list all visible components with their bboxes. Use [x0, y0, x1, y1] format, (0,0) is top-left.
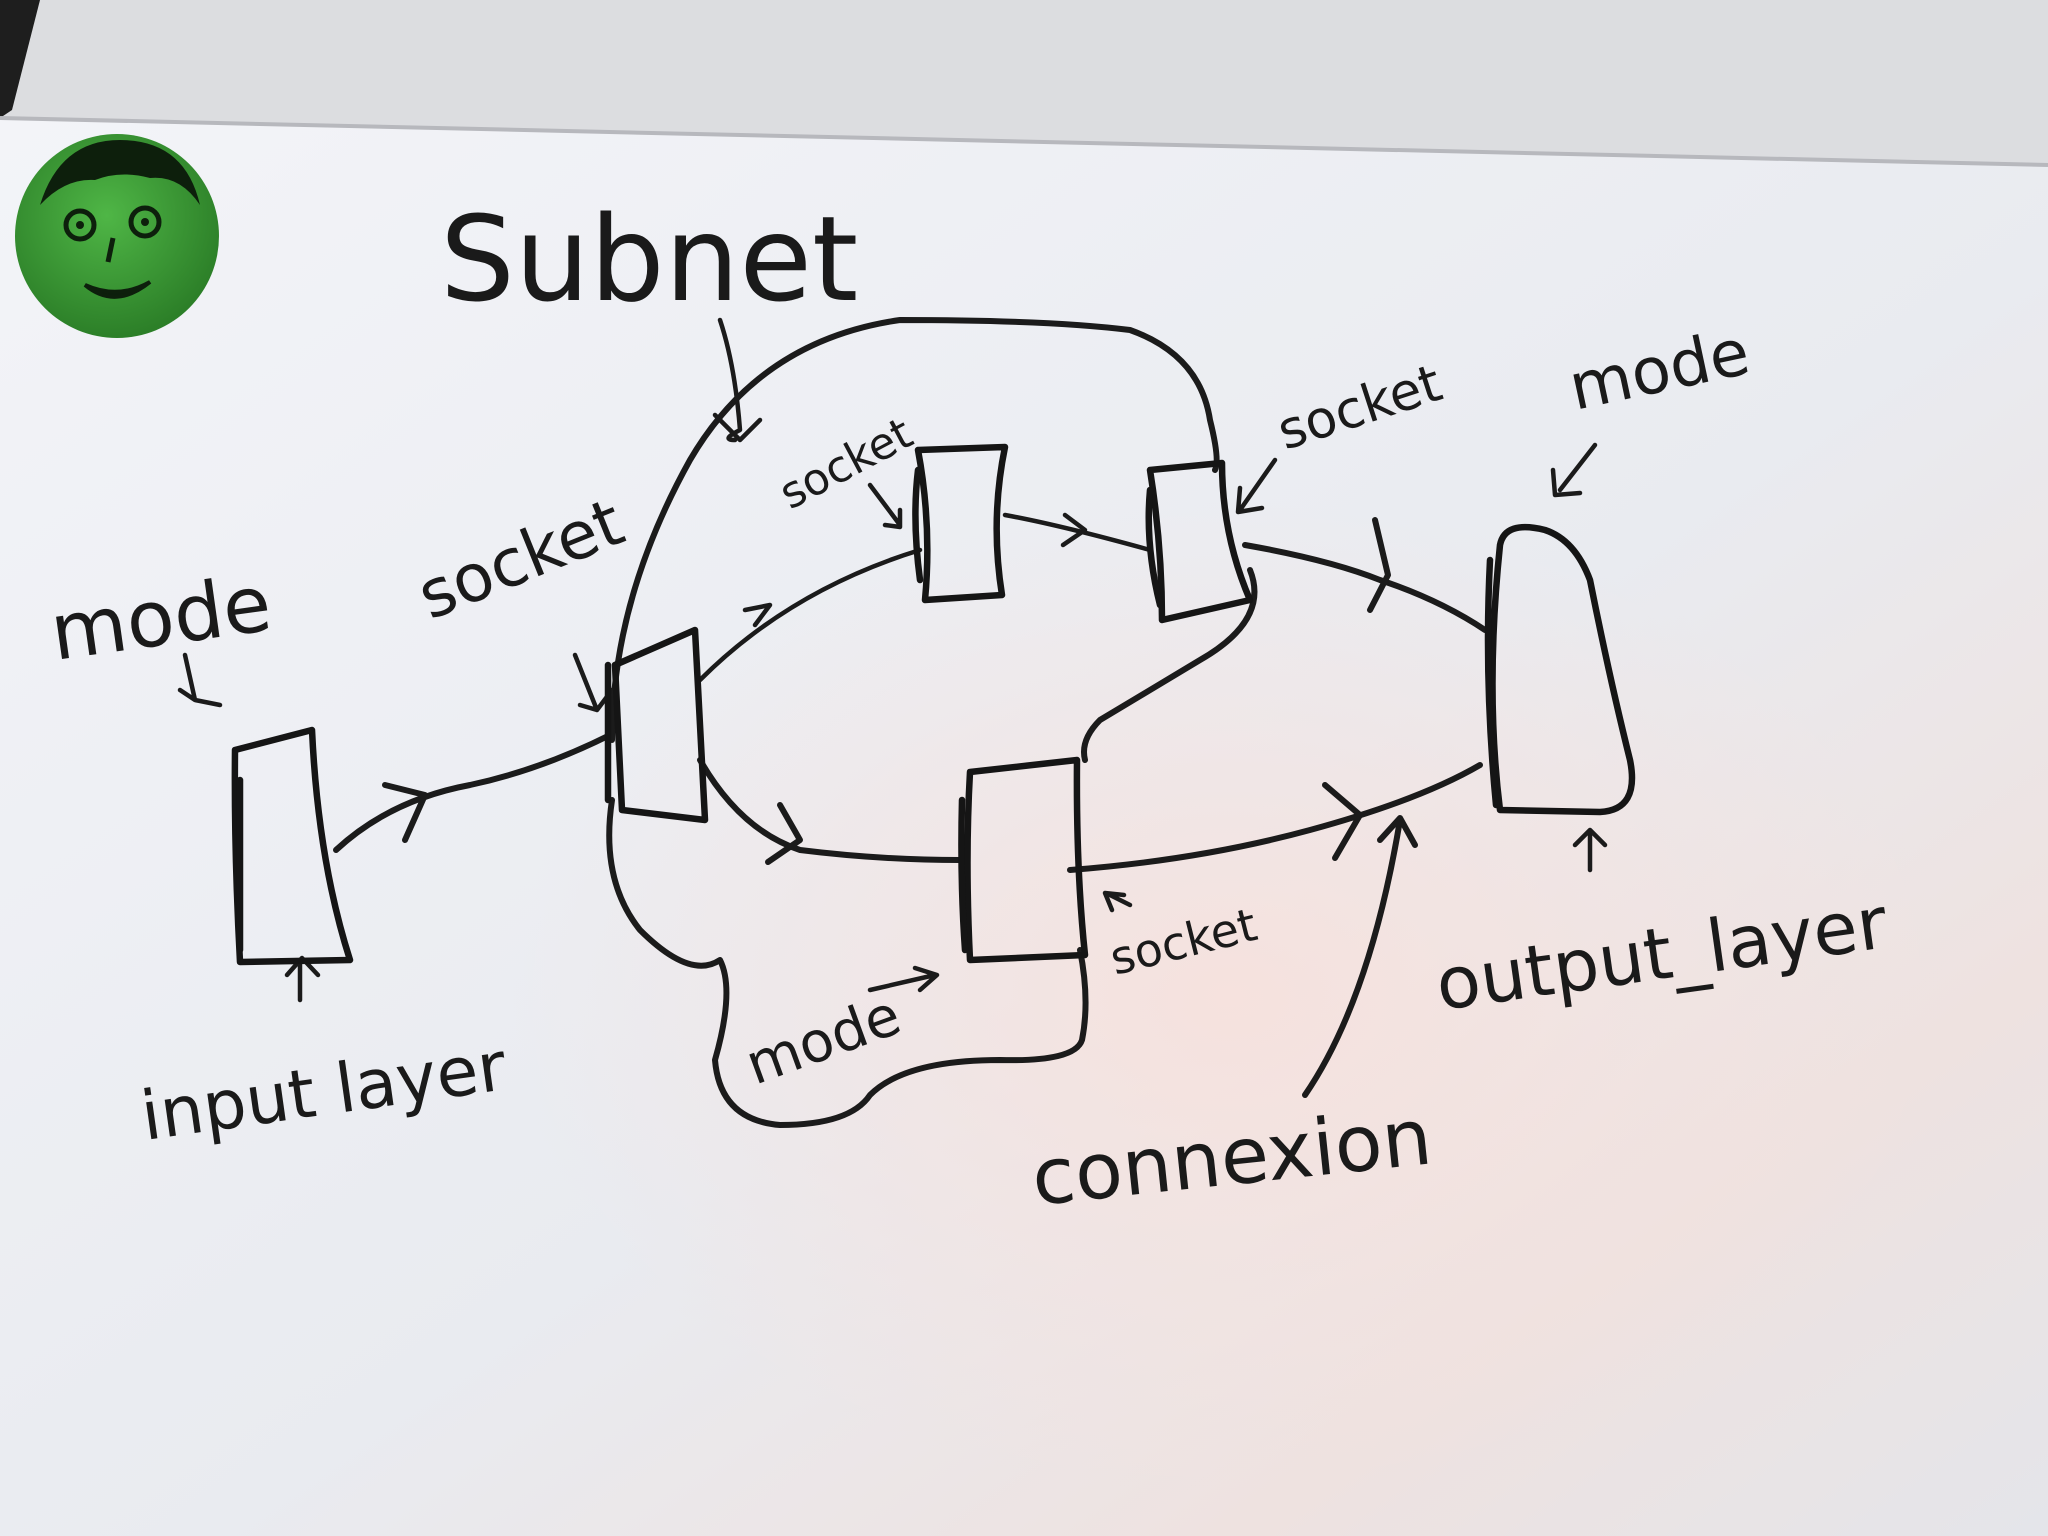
arrowhead: [1367, 517, 1391, 613]
subnet-outline-right: [1081, 567, 1258, 763]
connection-node-c-to-output: [1067, 762, 1483, 873]
arrowhead: [1322, 782, 1363, 861]
connection-node-a-to-node-b: [1002, 512, 1153, 553]
board-glare: [0, 118, 2048, 1536]
arrowhead: [742, 602, 773, 628]
input-node: [231, 726, 354, 966]
connection-subnet-socket-to-node-a: [697, 547, 923, 683]
board-top-frame: [0, 0, 2048, 165]
arrow-mode-input: [177, 652, 223, 708]
arrowhead: [1060, 512, 1088, 548]
arrow-connexion: [1302, 815, 1418, 1098]
arrow-subnet: [712, 317, 763, 443]
arrow-output-layer: [1572, 827, 1608, 873]
smiley-face-magnet-icon: [15, 134, 219, 338]
subnet-socket-node: [604, 626, 709, 824]
arrowhead: [382, 782, 428, 843]
arrow-mode-output: [1550, 442, 1598, 498]
node-b: [1145, 459, 1254, 624]
connection-node-b-to-output: [1242, 542, 1488, 633]
title-subnet: Subnet: [440, 190, 858, 328]
frame-edge: [0, 116, 2048, 167]
arrow-socket-right: [1235, 457, 1278, 515]
arrow-socket-bottom: [1102, 890, 1133, 913]
node-c: [958, 756, 1089, 964]
diagram-lines: [177, 317, 1608, 1128]
output-node: [1484, 523, 1636, 816]
node-a: [912, 443, 1009, 604]
connection-input-to-subnet: [333, 732, 613, 853]
arrowhead: [765, 802, 803, 865]
frame-corner: [0, 0, 40, 118]
subnet-outline-bottom: [606, 797, 1089, 1128]
subnet-outline-top: [609, 317, 1220, 743]
arrow-mode-inner: [867, 965, 940, 993]
arrow-socket-top: [867, 482, 903, 530]
connection-subnet-to-node-c: [697, 757, 963, 863]
